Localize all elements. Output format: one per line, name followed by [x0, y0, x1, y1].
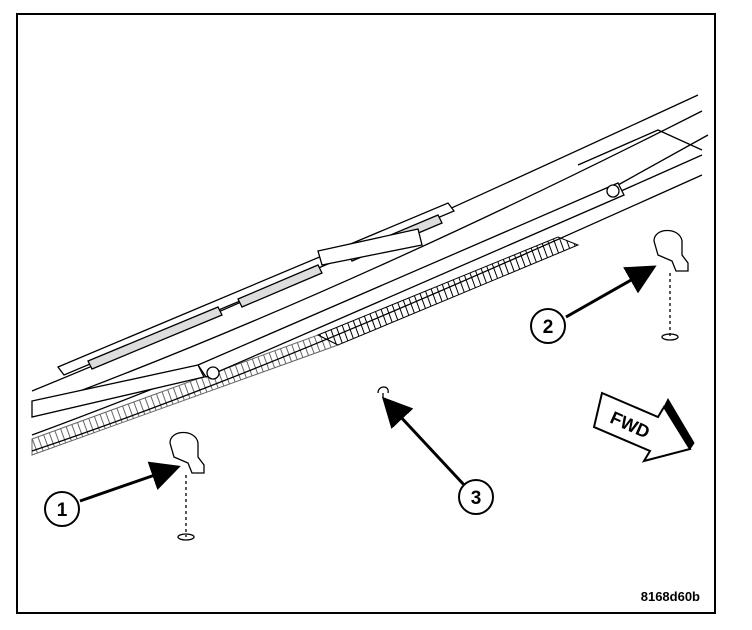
svg-text:1: 1 [57, 500, 68, 521]
arrow-1 [79, 461, 181, 503]
callout-3: 3 [458, 479, 494, 515]
svg-text:2: 2 [543, 317, 554, 338]
arrow-2 [565, 265, 657, 319]
washer-nozzle-left [169, 431, 205, 541]
washer-nozzle-right [653, 229, 689, 341]
figure-id: 8168d60b [640, 589, 700, 604]
fwd-arrow: FWD [592, 391, 695, 463]
washer-hose-end [377, 386, 389, 398]
svg-text:3: 3 [471, 488, 482, 509]
wiper-blade [56, 202, 456, 376]
washer-nozzle-diagram: 1 2 3 FWD [31, 94, 709, 541]
callout-2: 2 [530, 308, 566, 344]
leader-arrows [79, 265, 657, 503]
wiper-arm [31, 182, 625, 418]
arrow-3 [381, 396, 468, 489]
callout-1: 1 [44, 491, 80, 527]
diagram-frame: 1 2 3 FWD 8168d60b [16, 13, 716, 614]
